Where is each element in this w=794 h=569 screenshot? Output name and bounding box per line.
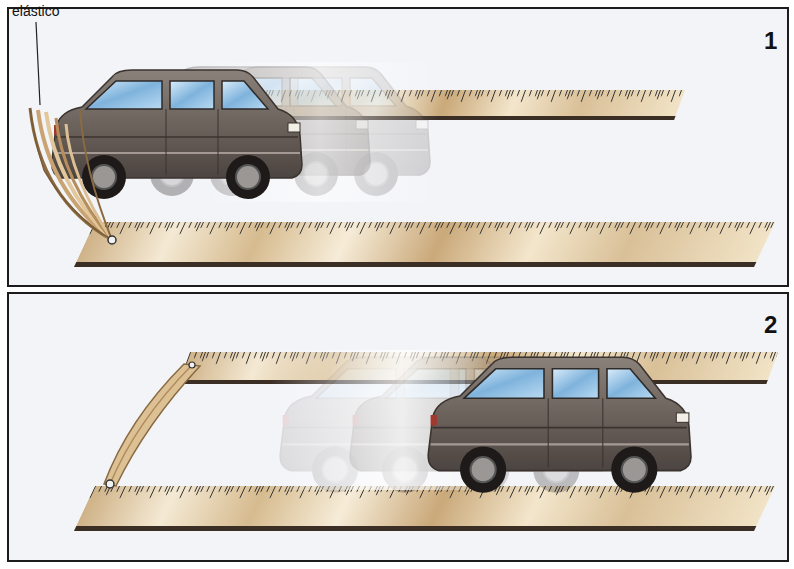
- panel-number: 2: [764, 312, 777, 338]
- elastic-band: [104, 364, 200, 486]
- car: [52, 62, 440, 202]
- ruler: [74, 486, 775, 531]
- panel-frame: [8, 293, 788, 561]
- car: [270, 350, 691, 493]
- panel-number: 1: [764, 28, 777, 54]
- peg: [189, 362, 195, 368]
- part-label: elástico: [12, 4, 59, 19]
- elastic-band: [110, 365, 192, 484]
- panel-frame: [8, 8, 788, 286]
- leader-line: [36, 22, 40, 105]
- elastic-band: [30, 108, 112, 240]
- ruler: [74, 222, 775, 267]
- peg: [106, 480, 114, 488]
- peg: [108, 236, 116, 244]
